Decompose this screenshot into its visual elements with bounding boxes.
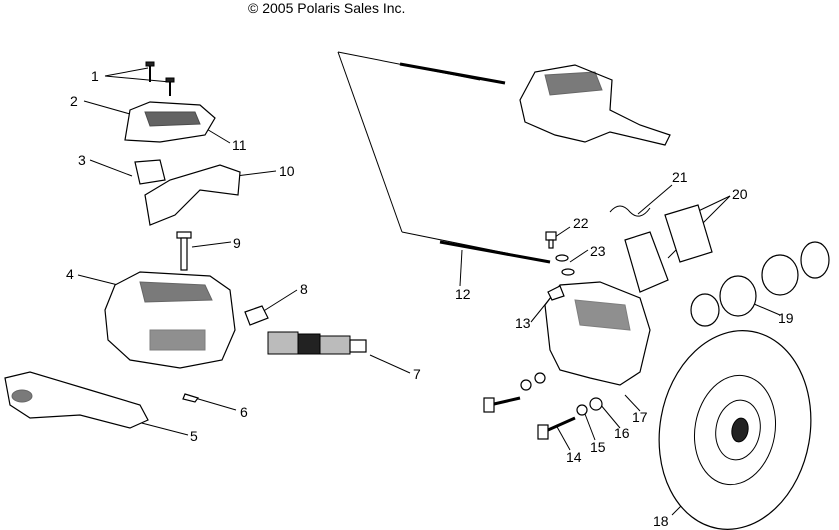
brake-cable <box>337 51 551 264</box>
callout-8: 8 <box>300 281 308 297</box>
leader-lines <box>77 67 781 516</box>
callout-4: 4 <box>66 266 74 282</box>
bleeder-screw <box>547 285 565 301</box>
switch-bracket <box>134 159 166 185</box>
callout-7: 7 <box>413 366 421 382</box>
callout-20: 20 <box>732 186 748 202</box>
screws <box>145 61 175 96</box>
callout-13: 13 <box>515 315 531 331</box>
callout-12: 12 <box>455 286 471 302</box>
lever-pivot <box>144 164 241 226</box>
callout-19: 19 <box>778 310 794 326</box>
callout-9: 9 <box>233 235 241 251</box>
callout-3: 3 <box>78 152 86 168</box>
callout-17: 17 <box>632 409 648 425</box>
callout-11: 11 <box>232 137 247 153</box>
callout-22: 22 <box>573 215 589 231</box>
caliper-pistons <box>690 241 830 327</box>
pad-clip <box>609 205 651 217</box>
brake-lever <box>4 371 149 429</box>
callout-2: 2 <box>70 93 78 109</box>
callout-1: 1 <box>91 68 99 84</box>
callout-14: 14 <box>566 449 582 465</box>
callout-21: 21 <box>672 169 688 185</box>
callout-16: 16 <box>614 425 630 441</box>
brake-pads <box>624 204 713 293</box>
piston-assembly <box>267 331 367 355</box>
callout-15: 15 <box>590 439 606 455</box>
callout-10: 10 <box>279 163 295 179</box>
brake-disc <box>658 330 812 530</box>
callout-18: 18 <box>653 513 669 529</box>
brake-switch <box>244 305 269 326</box>
callout-23: 23 <box>590 243 606 259</box>
copyright-notice: © 2005 Polaris Sales Inc. <box>248 0 406 16</box>
banjo-bolt <box>545 231 557 249</box>
callout-5: 5 <box>190 428 198 444</box>
callout-6: 6 <box>240 404 248 420</box>
pivot-pin <box>176 231 192 271</box>
caliper-bolts <box>483 372 603 440</box>
spring-clip <box>182 393 199 403</box>
copper-washers <box>555 254 575 276</box>
